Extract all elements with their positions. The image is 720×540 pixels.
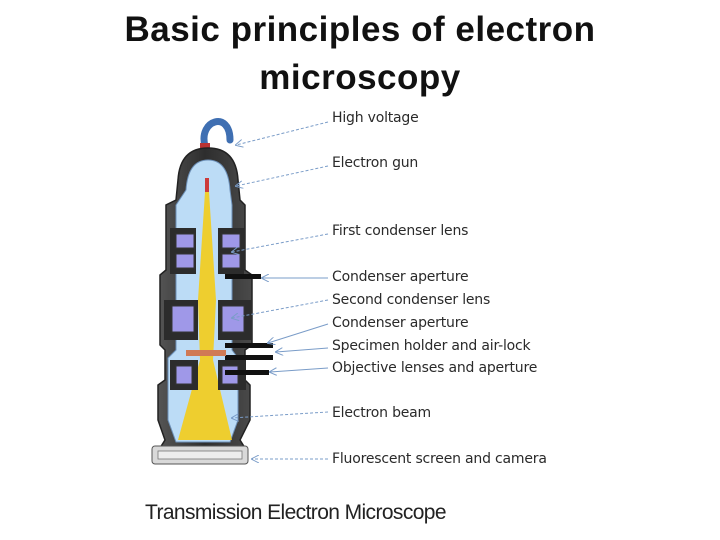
label-specimen-holder: Specimen holder and air-lock <box>332 338 531 354</box>
arrow-high-voltage <box>236 121 329 145</box>
arrow-first-condenser <box>232 233 329 252</box>
slide-title: Basic principles of electron microscopy <box>0 6 720 102</box>
specimen-holder <box>225 355 273 360</box>
label-electron-gun: Electron gun <box>332 155 419 171</box>
objective-lens <box>170 360 246 390</box>
arrow-electron-beam <box>232 411 329 418</box>
objective-aperture <box>225 370 269 375</box>
label-fluorescent-screen: Fluorescent screen and camera <box>332 451 547 467</box>
arrow-electron-gun <box>236 165 329 186</box>
title-line-1: Basic principles of electron <box>124 10 596 49</box>
specimen-stage <box>186 350 226 356</box>
label-objective-lenses: Objective lenses and aperture <box>332 360 538 376</box>
electron-beam <box>178 192 232 440</box>
label-electron-beam: Electron beam <box>332 405 431 421</box>
label-condenser-aperture-2: Condenser aperture <box>332 315 469 331</box>
cable-connector <box>200 143 210 149</box>
label-second-condenser-lens: Second condenser lens <box>332 292 491 308</box>
title-line-2: microscopy <box>259 58 461 97</box>
condenser-aperture-2 <box>225 343 273 348</box>
high-voltage-cable <box>200 118 234 150</box>
diagram-caption: Transmission Electron Microscope <box>145 501 447 524</box>
pointer-arrows <box>232 121 329 459</box>
label-high-voltage: High voltage <box>332 110 419 126</box>
electron-gun <box>205 178 209 192</box>
condenser-aperture-1 <box>225 274 261 279</box>
arrow-specimen-holder <box>276 348 329 352</box>
arrow-condenser-aperture-2 <box>268 323 329 343</box>
arrow-objective-lenses <box>270 367 329 372</box>
label-first-condenser-lens: First condenser lens <box>332 223 469 239</box>
label-condenser-aperture-1: Condenser aperture <box>332 269 469 285</box>
first-condenser-lens <box>170 228 244 274</box>
arrow-second-condenser <box>232 299 329 318</box>
